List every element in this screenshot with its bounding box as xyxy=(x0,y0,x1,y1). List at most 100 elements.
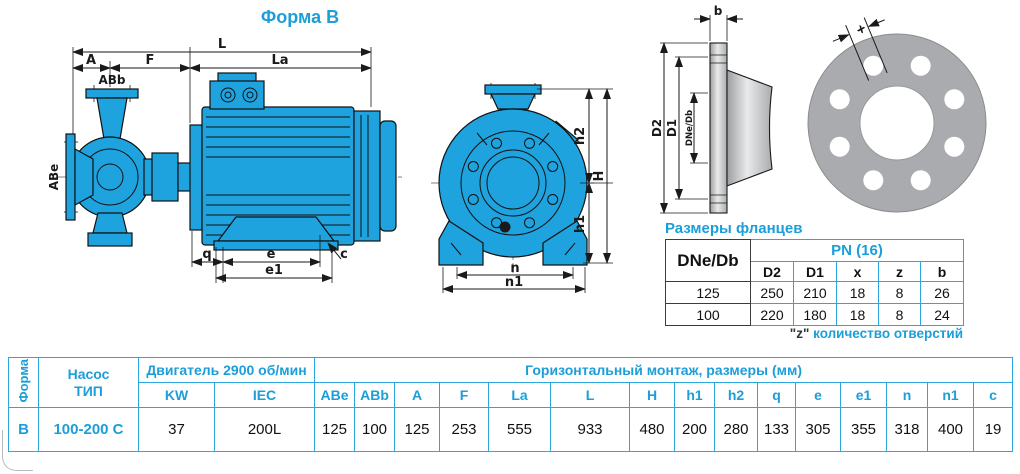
col-l: L xyxy=(550,382,631,408)
flange-profile-drawing: b D2 D1 DNe/Db xyxy=(650,5,773,214)
top-neck xyxy=(490,93,536,110)
dim-label-x: x xyxy=(856,21,867,36)
flange-dimensions-table: DNe/Db PN (16) D2 D1 x z b 125 250 210 1… xyxy=(665,239,965,326)
col-motor-group: Двигатель 2900 об/мин xyxy=(137,357,316,383)
cell-d1: 180 xyxy=(793,303,837,326)
footnote-z: "z" xyxy=(789,326,810,341)
dim-label-b: b xyxy=(714,5,723,18)
cell-b: 26 xyxy=(919,281,965,304)
pump-side-view-drawing: L A F La ABb ABe xyxy=(47,37,402,283)
flange-bolt-holes xyxy=(829,55,965,191)
dim-label-DNeDb: DNe/Db xyxy=(685,110,695,146)
fan-end-cap xyxy=(379,120,397,232)
discharge-flange xyxy=(85,88,139,99)
page-title: Форма B xyxy=(260,7,340,27)
dim-label-D1: D1 xyxy=(665,119,679,137)
value-f: 253 xyxy=(439,407,490,452)
flange-table-footnote: "z" количество отверстий xyxy=(665,326,963,341)
dim-label-e: e xyxy=(267,247,276,262)
value-e1: 355 xyxy=(840,407,888,452)
drain-plug xyxy=(499,221,511,233)
value-n: 318 xyxy=(886,407,929,452)
col-abe: ABe xyxy=(314,382,356,408)
terminal-box xyxy=(209,80,265,110)
value-abb: 100 xyxy=(354,407,396,452)
cell-z: 8 xyxy=(878,281,921,304)
value-l: 933 xyxy=(550,407,631,452)
value-kw: 37 xyxy=(138,407,215,452)
dim-label-F: F xyxy=(146,53,155,68)
cell-dn: 100 xyxy=(665,303,751,326)
value-q: 133 xyxy=(757,407,797,452)
col-c: c xyxy=(973,382,1014,408)
motor-base xyxy=(216,216,336,242)
col-e1: e1 xyxy=(840,382,888,408)
value-n1: 400 xyxy=(927,407,975,452)
col-abb: ABb xyxy=(354,382,396,408)
col-kw: KW xyxy=(138,382,215,408)
motor-base-plate xyxy=(213,240,339,251)
value-e: 305 xyxy=(795,407,842,452)
value-a: 125 xyxy=(394,407,441,452)
value-h1: 200 xyxy=(674,407,716,452)
main-header-row-2: KW IEC ABe ABb A F La L H h1 h2 q e e1 n… xyxy=(9,382,1014,408)
value-pump-type: 100-200 C xyxy=(38,407,139,452)
col-h1: h1 xyxy=(674,382,716,408)
flange-hub xyxy=(726,69,773,187)
flange-row-125: 125 250 210 18 8 26 xyxy=(665,281,965,304)
dim-label-H: H xyxy=(592,171,607,182)
dim-label-c: c xyxy=(340,247,348,262)
bolt-holes xyxy=(467,137,559,229)
dim-label-A: A xyxy=(86,53,96,68)
main-dimensions-table: Форма Насос ТИП Двигатель 2900 об/мин Го… xyxy=(8,357,1014,452)
page-corner-decoration xyxy=(2,430,33,471)
flange-col-d1: D1 xyxy=(793,261,837,282)
x-dimension xyxy=(832,17,888,81)
cable-gland xyxy=(242,87,258,103)
dim-label-q: q xyxy=(202,247,211,262)
cell-b: 24 xyxy=(919,303,965,326)
flange-col-b: b xyxy=(919,261,965,282)
footnote-text: количество отверстий xyxy=(809,326,963,341)
dim-label-ABe: ABe xyxy=(47,164,61,191)
dim-label-h2: h2 xyxy=(573,127,588,145)
flange-col-z: z xyxy=(878,261,921,282)
top-flange xyxy=(484,84,542,95)
dim-label-La: La xyxy=(271,53,288,68)
col-pump-type: Насос ТИП xyxy=(38,357,139,408)
col-h2: h2 xyxy=(714,382,759,408)
col-forma: Форма xyxy=(16,359,31,403)
dim-label-D2: D2 xyxy=(650,119,664,137)
flange-bore xyxy=(859,85,935,161)
value-la: 555 xyxy=(488,407,552,452)
cell-d2: 220 xyxy=(750,303,794,326)
col-e: e xyxy=(795,382,842,408)
dim-label-n1: n1 xyxy=(505,275,523,290)
col-iec: IEC xyxy=(213,382,316,408)
col-a: A xyxy=(394,382,441,408)
coupling xyxy=(151,152,179,202)
col-dims-group: Горизонтальный монтаж, размеры (мм) xyxy=(314,357,1014,383)
col-la: La xyxy=(488,382,552,408)
flange-col-x: x xyxy=(836,261,879,282)
suction-flange xyxy=(65,133,76,221)
flange-face-drawing: x xyxy=(807,17,987,213)
col-q: q xyxy=(757,382,797,408)
value-iec: 200L xyxy=(213,407,316,452)
flange-plate xyxy=(709,42,728,214)
cable-gland xyxy=(220,87,236,103)
dim-label-L: L xyxy=(218,37,226,52)
flange-col-dne-db: DNe/Db xyxy=(665,239,751,282)
cell-x: 18 xyxy=(836,281,879,304)
main-header-row-1: Форма Насос ТИП Двигатель 2900 об/мин Го… xyxy=(8,357,1014,408)
discharge-neck xyxy=(96,97,128,140)
flange-col-d2: D2 xyxy=(750,261,794,282)
suction-cone xyxy=(74,147,94,207)
flange-row-100: 100 220 180 18 8 24 xyxy=(665,303,965,326)
value-c: 19 xyxy=(973,407,1014,452)
pump-front-view-drawing: h2 H h1 n n1 xyxy=(431,83,613,293)
fan-cover xyxy=(353,110,381,242)
dim-label-n: n xyxy=(510,261,519,276)
flange-table-title: Размеры фланцев xyxy=(665,220,803,237)
cell-z: 8 xyxy=(878,303,921,326)
